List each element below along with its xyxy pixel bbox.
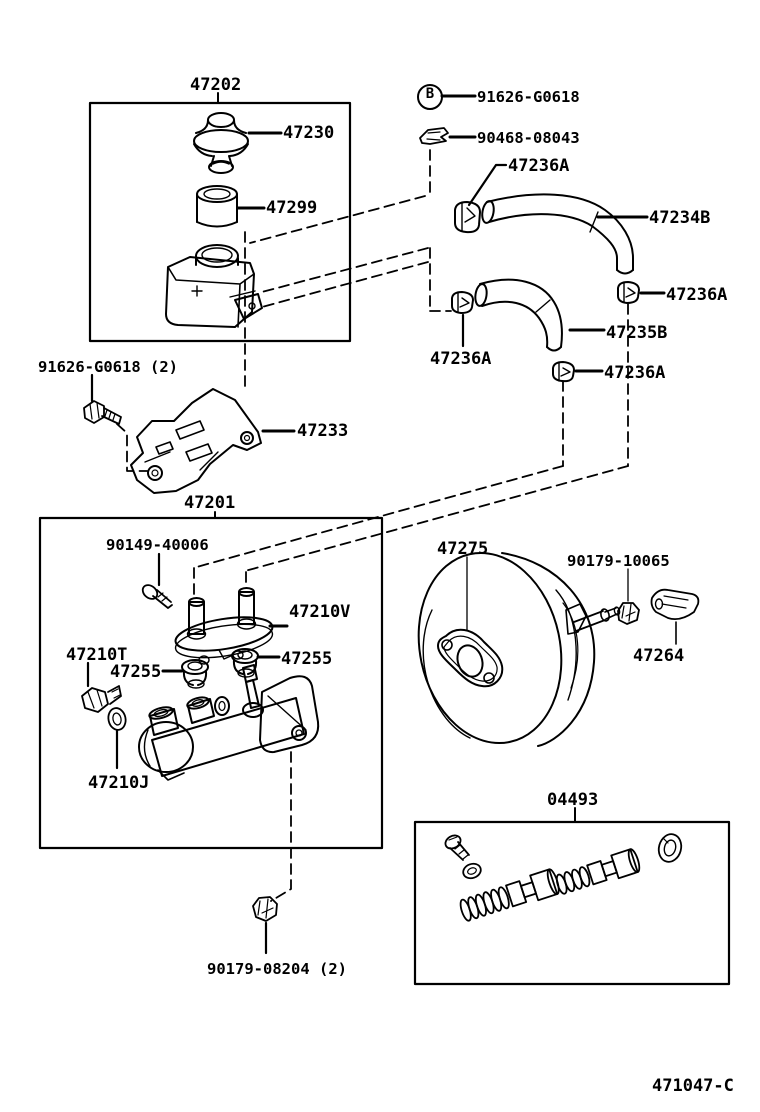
part-label-91626-g0618: 91626-G0618 xyxy=(477,88,580,106)
nut-90179-08204-drawing xyxy=(252,896,278,922)
master-cylinder-drawing xyxy=(138,664,320,781)
reservoir-filter-drawing xyxy=(196,185,238,228)
nut-90179-10065-drawing xyxy=(617,602,640,625)
part-label-47235b: 47235B xyxy=(606,323,668,343)
part-label-47233: 47233 xyxy=(297,421,349,441)
part-label-47210v: 47210V xyxy=(289,602,351,622)
assembly-boxes xyxy=(38,101,731,986)
part-label-47201: 47201 xyxy=(184,493,236,513)
bolt-47210t-drawing xyxy=(81,685,122,713)
part-label-90468-08043: 90468-08043 xyxy=(477,129,580,147)
grommet-left xyxy=(181,659,209,689)
repair-kit-drawing xyxy=(444,833,683,922)
diagram-code: 471047-C xyxy=(652,1076,734,1096)
grommet-right xyxy=(231,648,259,678)
booster-drawing xyxy=(417,551,621,747)
hose-clamp-icons xyxy=(451,201,640,383)
part-label-90179-10065: 90179-10065 xyxy=(567,552,670,570)
part-label-04493: 04493 xyxy=(547,790,599,810)
part-label-47234b: 47234B xyxy=(649,208,711,228)
clamp-right xyxy=(617,281,640,304)
reservoir-tank-drawing xyxy=(165,244,263,328)
part-label-47255-right: 47255 xyxy=(281,649,333,669)
kit-piston-assy-1 xyxy=(459,868,560,922)
kit-bleeder-screw xyxy=(444,834,470,861)
part-label-47255-left: 47255 xyxy=(110,662,162,682)
kit-piston-assy-2 xyxy=(555,848,641,895)
leader-lines xyxy=(86,92,677,955)
clamp-top xyxy=(454,201,481,234)
part-label-47202: 47202 xyxy=(190,75,242,95)
clamp-47264-drawing xyxy=(650,588,700,621)
clamp-bottom xyxy=(552,361,575,383)
kit-snap-ring-small xyxy=(462,862,482,880)
hose-47234b-drawing xyxy=(481,193,634,275)
box-47201 xyxy=(38,516,384,850)
bolt-91626-drawing xyxy=(83,400,122,425)
hose-47235b-drawing xyxy=(474,278,563,352)
part-label-47275: 47275 xyxy=(437,539,489,559)
part-label-90179-08204: 90179-08204 (2) xyxy=(207,960,347,978)
box-04493 xyxy=(413,820,731,986)
clip-90468-drawing xyxy=(419,127,449,145)
part-label-47210j: 47210J xyxy=(88,773,150,793)
part-label-47236a-right: 47236A xyxy=(666,285,728,305)
clamp-left-mid xyxy=(451,291,474,314)
dashed-reference-lines xyxy=(116,149,629,902)
kit-o-ring xyxy=(657,833,683,863)
plate-47210v-drawing xyxy=(174,587,274,665)
reservoir-cap-drawing xyxy=(193,112,249,174)
part-label-47236a-bottom: 47236A xyxy=(604,363,666,383)
booster-gasket-drawing xyxy=(437,628,504,688)
ring-47210j-drawing xyxy=(107,707,127,731)
screw-90149-drawing xyxy=(141,584,173,609)
part-label-47236a-top: 47236A xyxy=(508,156,570,176)
part-label-91626-g0618-2: 91626-G0618 (2) xyxy=(38,358,178,376)
box-47202 xyxy=(88,101,352,343)
part-label-47230: 47230 xyxy=(283,123,335,143)
part-label-47236a-left: 47236A xyxy=(430,349,492,369)
bracket-47233-drawing xyxy=(130,388,262,494)
part-label-47299: 47299 xyxy=(266,198,318,218)
part-label-47264: 47264 xyxy=(633,646,685,666)
part-label-47210t: 47210T xyxy=(66,645,128,665)
part-label-90149-40006: 90149-40006 xyxy=(106,536,209,554)
callout-b-circle: B xyxy=(417,84,443,110)
grommet-icons xyxy=(181,648,259,689)
